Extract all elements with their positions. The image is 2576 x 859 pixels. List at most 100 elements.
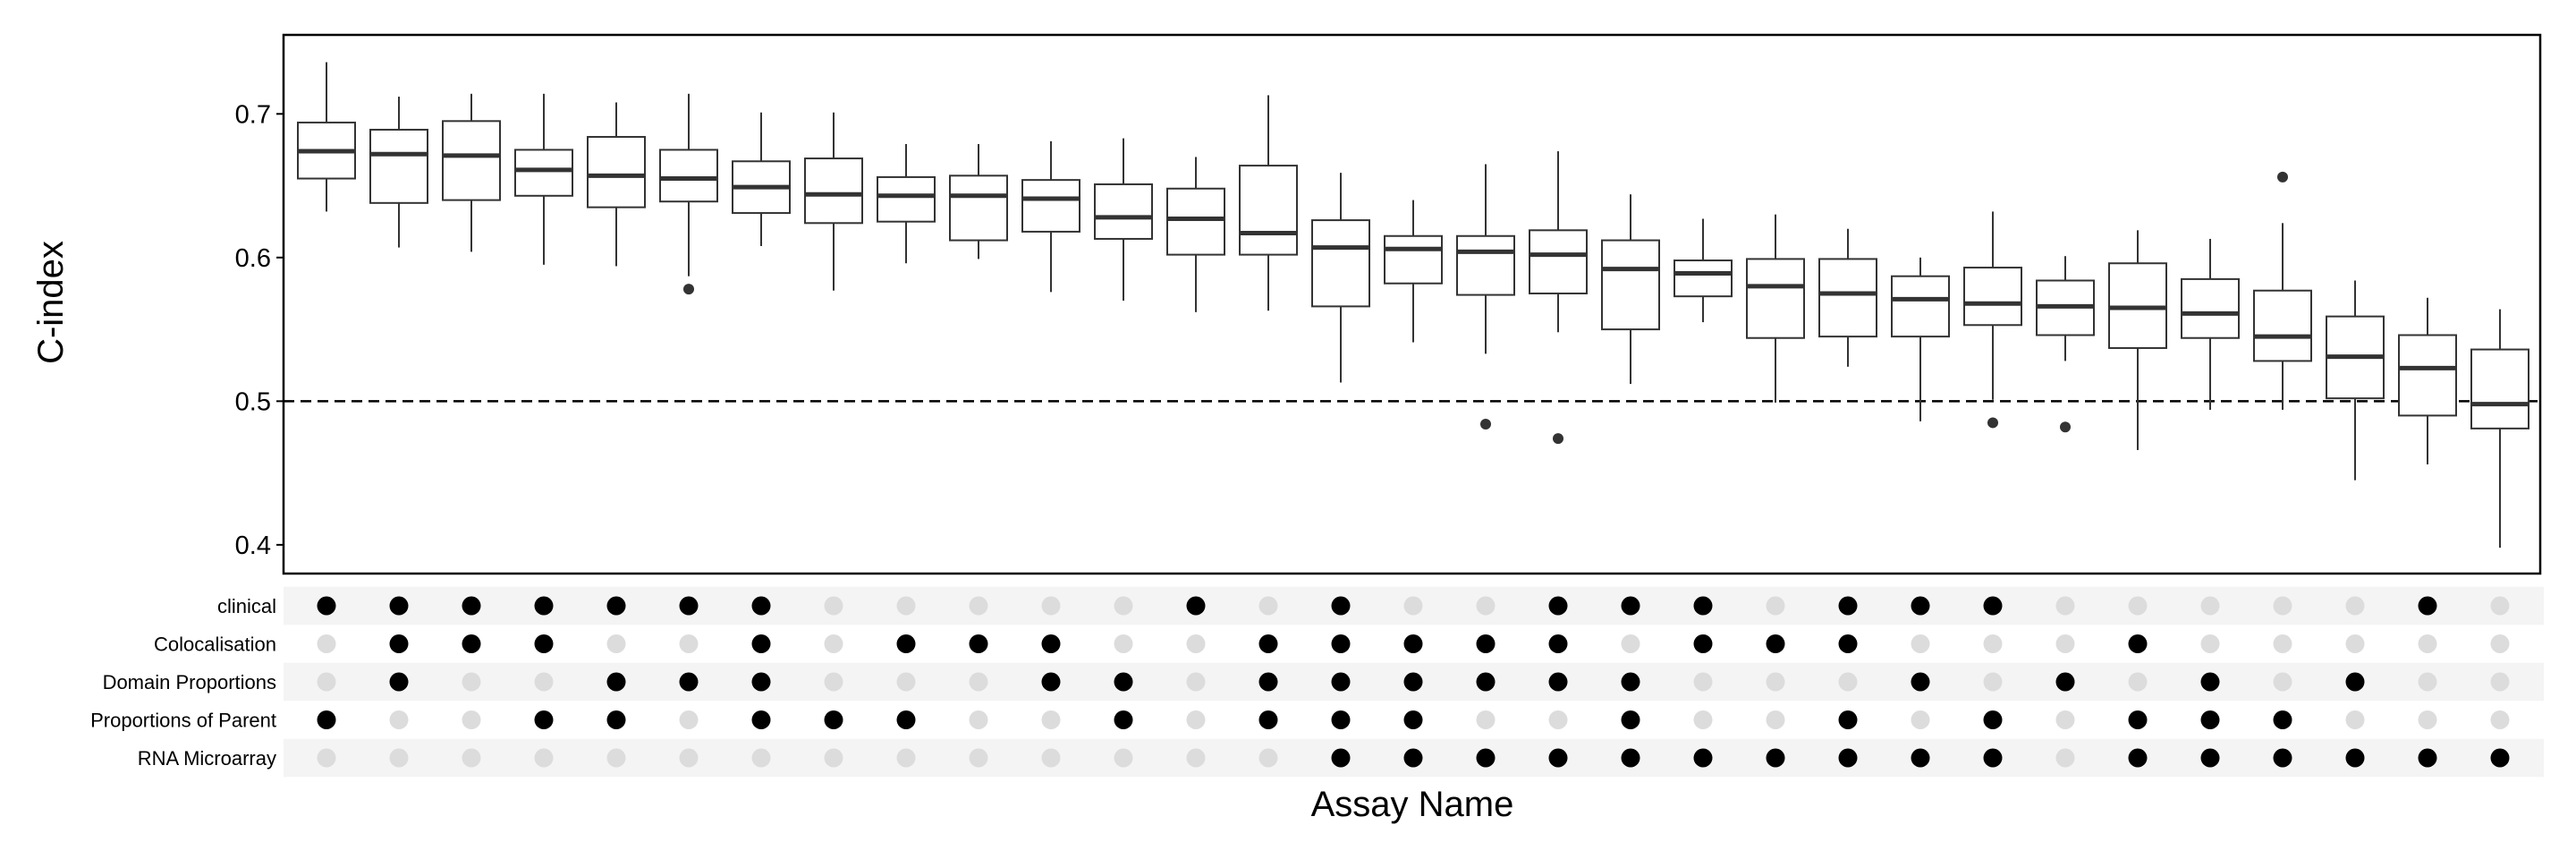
box-10: [949, 144, 1008, 259]
matrix-dot-off: [462, 672, 481, 692]
matrix-dot-on: [679, 672, 699, 692]
y-tick-label: 0.6: [235, 244, 271, 273]
box-iqr: [2470, 348, 2529, 430]
box-31: [2470, 309, 2529, 549]
matrix-dot-off: [2490, 596, 2510, 616]
matrix-dot-on: [2128, 710, 2148, 729]
matrix-dot-off: [2055, 710, 2075, 729]
matrix-dot-on: [2128, 748, 2148, 768]
matrix-dot-on: [534, 634, 554, 653]
box-5: [587, 102, 646, 267]
box-iqr: [1963, 267, 2022, 327]
matrix-dot-on: [1621, 710, 1640, 729]
matrix-dot-on: [1476, 748, 1496, 768]
matrix-dot-off: [2418, 672, 2437, 692]
y-tick-label: 0.5: [235, 387, 271, 416]
matrix-dot-on: [896, 634, 916, 653]
matrix-dot-on: [534, 596, 554, 616]
box-15: [1311, 173, 1370, 383]
matrix-dot-on: [1983, 710, 2003, 729]
matrix-dot-off: [1548, 710, 1568, 729]
box-23: [1891, 257, 1950, 421]
matrix-dot-on: [1258, 672, 1278, 692]
matrix-dot-off: [1911, 710, 1930, 729]
box-iqr: [659, 149, 718, 203]
matrix-dot-off: [389, 748, 409, 768]
matrix-dot-on: [751, 634, 771, 653]
matrix-dot-off: [1041, 710, 1061, 729]
matrix-dot-off: [2490, 672, 2510, 692]
matrix-dot-off: [1114, 748, 1133, 768]
matrix-dot-on: [462, 596, 481, 616]
box-iqr: [1021, 179, 1080, 233]
box-12: [1094, 138, 1153, 301]
matrix-dot-on: [1041, 672, 1061, 692]
matrix-dot-on: [896, 710, 916, 729]
box-7: [732, 112, 791, 246]
matrix-dot-off: [824, 672, 843, 692]
matrix-dot-on: [1693, 634, 1713, 653]
matrix-dot-on: [1766, 634, 1785, 653]
matrix-dot-on: [1983, 596, 2003, 616]
matrix-dot-off: [2345, 634, 2365, 653]
matrix-dot-on: [1331, 710, 1351, 729]
matrix-dot-on: [824, 710, 843, 729]
matrix-dot-on: [606, 672, 626, 692]
matrix-dot-off: [2273, 672, 2292, 692]
matrix-dot-on: [2200, 748, 2220, 768]
matrix-dot-on: [1186, 596, 1206, 616]
matrix-dot-on: [317, 710, 336, 729]
outlier-point: [1987, 417, 1998, 429]
matrix-dot-on: [679, 596, 699, 616]
matrix-dot-on: [1548, 748, 1568, 768]
matrix-dot-off: [2055, 748, 2075, 768]
matrix-dot-off: [606, 748, 626, 768]
box-22: [1818, 228, 1877, 367]
matrix-dot-off: [969, 672, 988, 692]
matrix-dot-on: [2055, 672, 2075, 692]
matrix-dot-off: [2200, 634, 2220, 653]
matrix-dot-off: [1693, 710, 1713, 729]
matrix-dot-off: [679, 634, 699, 653]
outlier-point: [683, 284, 694, 295]
box-iqr: [1239, 165, 1298, 256]
y-tick-label: 0.4: [235, 532, 271, 560]
matrix-dot-off: [2055, 634, 2075, 653]
box-8: [804, 112, 863, 291]
box-4: [514, 93, 573, 265]
matrix-dot-on: [1621, 672, 1640, 692]
matrix-dot-on: [462, 634, 481, 653]
matrix-dot-off: [317, 634, 336, 653]
box-6: [659, 93, 718, 295]
matrix-dot-on: [1693, 748, 1713, 768]
matrix-dot-on: [1476, 634, 1496, 653]
matrix-dot-off: [2055, 596, 2075, 616]
matrix-dot-on: [1331, 672, 1351, 692]
box-1: [297, 62, 356, 212]
box-26: [2108, 230, 2167, 450]
matrix-dot-on: [1766, 748, 1785, 768]
matrix-dot-off: [751, 748, 771, 768]
y-axis: 0.40.50.60.7: [235, 100, 284, 560]
matrix-dot-on: [1693, 596, 1713, 616]
matrix-dot-on: [751, 710, 771, 729]
matrix-dot-off: [824, 748, 843, 768]
matrix-row-label: Domain Proportions: [103, 671, 276, 693]
box-iqr: [1891, 275, 1950, 338]
matrix-dot-off: [2345, 596, 2365, 616]
matrix-dot-off: [1041, 596, 1061, 616]
matrix-dot-on: [2418, 748, 2437, 768]
matrix-row-label: Proportions of Parent: [90, 710, 276, 732]
outlier-point: [1553, 433, 1563, 445]
matrix-dot-on: [1114, 710, 1133, 729]
box-iqr: [804, 157, 863, 225]
box-iqr: [2253, 289, 2312, 362]
matrix-dot-off: [679, 748, 699, 768]
matrix-dot-off: [2418, 634, 2437, 653]
matrix-dot-off: [462, 710, 481, 729]
matrix-dot-off: [534, 672, 554, 692]
box-24: [1963, 211, 2022, 429]
matrix-dot-on: [1838, 596, 1858, 616]
matrix-dot-on: [751, 672, 771, 692]
